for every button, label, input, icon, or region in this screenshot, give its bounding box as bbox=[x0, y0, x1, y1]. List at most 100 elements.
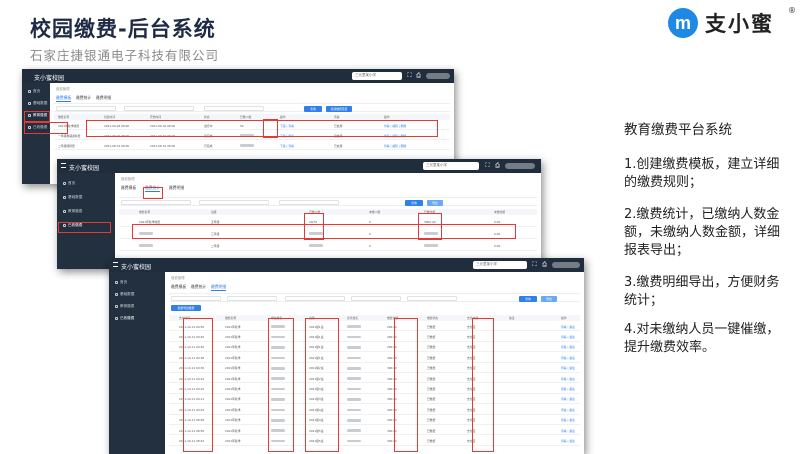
filter-date-input[interactable] bbox=[285, 296, 345, 301]
wallet-icon bbox=[63, 209, 66, 213]
table-cell: 支付宝 bbox=[467, 397, 476, 402]
user-avatar[interactable] bbox=[505, 163, 535, 169]
filter-date-input[interactable] bbox=[279, 200, 339, 205]
filter-class-select[interactable] bbox=[227, 296, 277, 301]
table-cell: 2021年秋季 bbox=[225, 428, 241, 433]
table-cell: 2021级1班 bbox=[309, 355, 324, 360]
table-cell bbox=[424, 232, 438, 236]
row-action-link[interactable]: 查看 | 备注 bbox=[561, 366, 575, 371]
row-action-link[interactable]: 查看 | 备注 bbox=[561, 345, 575, 350]
table-cell: 2021级2班 bbox=[309, 366, 324, 371]
row-action-link[interactable]: 下载 | 查看 bbox=[280, 123, 294, 128]
filter-status-select[interactable] bbox=[204, 106, 264, 111]
user-avatar[interactable] bbox=[426, 73, 450, 79]
sidebar-item-home[interactable]: 首页 bbox=[28, 89, 40, 94]
sidebar-item-home[interactable]: 首页 bbox=[63, 181, 75, 186]
redacted-value bbox=[347, 366, 361, 370]
sidebar-item-fees[interactable]: 教育缴费 bbox=[115, 304, 134, 309]
sidebar-item-collected[interactable]: 已收缴费 bbox=[28, 125, 47, 130]
filter-name-input[interactable] bbox=[121, 200, 191, 205]
table-cell: 支付宝 bbox=[467, 345, 476, 350]
print-icon[interactable]: ⎙ bbox=[416, 72, 421, 79]
table-cell: 已缴费 bbox=[427, 428, 436, 433]
row-action-link[interactable]: 查看 | 备注 bbox=[561, 418, 575, 423]
search-button[interactable]: 查询 bbox=[405, 199, 423, 206]
expand-icon[interactable]: ⛶ bbox=[532, 261, 537, 268]
expand-icon[interactable]: ⛶ bbox=[485, 162, 490, 169]
row-action-link[interactable]: 查看 | 备注 bbox=[561, 376, 575, 381]
print-icon[interactable]: ⎙ bbox=[495, 162, 500, 169]
school-select[interactable]: 三元里某小学 bbox=[423, 162, 479, 170]
row-action-link[interactable]: 查看 | 备注 bbox=[561, 355, 575, 360]
menu-icon[interactable] bbox=[61, 163, 66, 168]
sidebar-item-collected[interactable]: 已收缴费 bbox=[115, 316, 134, 321]
tab-details[interactable]: 缴费明细 bbox=[96, 95, 112, 100]
row-action-link[interactable]: 查看 | 备注 bbox=[561, 397, 575, 402]
receipt-icon bbox=[28, 125, 31, 129]
table-cell: 支付宝 bbox=[467, 324, 476, 329]
batch-export-button[interactable]: 批量导出缴费 bbox=[171, 305, 201, 311]
export-button[interactable]: 导出 bbox=[427, 199, 443, 206]
search-button[interactable]: 查询 bbox=[304, 105, 322, 112]
filter-status-select[interactable] bbox=[351, 296, 401, 301]
menu-icon[interactable] bbox=[113, 262, 118, 267]
tab-template[interactable]: 缴费模板 bbox=[121, 185, 137, 190]
row-action-link[interactable]: 下载 | 查看 bbox=[280, 143, 294, 148]
row-action-link[interactable]: 查看 | 编辑 | 删除 bbox=[384, 133, 407, 138]
column-header: 操作 bbox=[384, 115, 390, 119]
row-action-link[interactable]: 查看 | 备注 bbox=[561, 324, 575, 329]
tab-template[interactable]: 缴费模板 bbox=[171, 284, 187, 289]
filter-pay-method-select[interactable] bbox=[407, 296, 457, 301]
table-cell: 支付宝 bbox=[467, 387, 476, 392]
sidebar-item-fees[interactable]: 教育缴费 bbox=[28, 113, 47, 118]
expand-icon[interactable]: ⛶ bbox=[407, 72, 412, 79]
table-header: 缴费名称创建时间开始时间状态已缴人数操作查看操作 bbox=[54, 114, 450, 120]
row-action-link[interactable]: 下载 | 查看 bbox=[280, 133, 294, 138]
sidebar-item-home[interactable]: 首页 bbox=[115, 280, 127, 285]
row-action-link[interactable]: 查看 | 备注 bbox=[561, 439, 575, 444]
column-header: 家长姓名 bbox=[347, 316, 359, 320]
sidebar-item-fees[interactable]: 教育缴费 bbox=[63, 209, 82, 214]
row-action-link[interactable]: 查看 | 备注 bbox=[561, 407, 575, 412]
filter-date-input[interactable] bbox=[124, 106, 194, 111]
tab-statistics[interactable]: 缴费统计 bbox=[76, 95, 92, 100]
table-cell: 进行中 bbox=[204, 123, 213, 128]
redacted-value bbox=[347, 439, 361, 443]
table-cell bbox=[347, 377, 361, 381]
column-header: 班级 bbox=[211, 210, 217, 214]
tab-details[interactable]: 缴费明细 bbox=[211, 284, 227, 291]
table-cell: 已缴费 bbox=[427, 387, 436, 392]
highlight-col-amount bbox=[394, 318, 418, 452]
table-cell: 支付宝 bbox=[467, 355, 476, 360]
sidebar-item-basic-data[interactable]: 基础数据 bbox=[28, 101, 47, 106]
redacted-value bbox=[271, 356, 285, 360]
tab-details[interactable]: 缴费明细 bbox=[169, 185, 185, 190]
highlight-col-class bbox=[305, 318, 339, 452]
row-action-link[interactable]: 查看 | 备注 bbox=[561, 428, 575, 433]
row-action-link[interactable]: 查看 | 备注 bbox=[561, 387, 575, 392]
table-cell: 2021-10-11 09:11 bbox=[179, 397, 205, 402]
print-icon[interactable]: ⎙ bbox=[542, 261, 547, 268]
home-icon bbox=[63, 181, 66, 185]
sidebar-item-basic-data[interactable]: 基础数据 bbox=[63, 195, 82, 200]
new-fee-button[interactable]: 新建缴费项目 bbox=[326, 105, 352, 112]
export-button[interactable]: 导出 bbox=[541, 295, 557, 302]
sidebar-item-basic-data[interactable]: 基础数据 bbox=[115, 292, 134, 297]
school-select[interactable]: 三元里某小学 bbox=[473, 261, 527, 269]
search-button[interactable]: 查询 bbox=[519, 295, 537, 302]
row-action-link[interactable]: 查看 | 编辑 | 删除 bbox=[384, 143, 407, 148]
filter-class-select[interactable] bbox=[199, 200, 269, 205]
user-avatar[interactable] bbox=[552, 262, 580, 268]
school-select[interactable]: 三元里某小学 bbox=[352, 72, 402, 80]
sidebar-item-collected[interactable]: 已收缴费 bbox=[63, 223, 82, 228]
screenshot-fee-statistics: 支小蜜校园 三元里某小学 ⛶ ⎙ 首页 基础数据 教育缴费 已收缴费 缴费管理 … bbox=[57, 159, 541, 269]
filter-name-input[interactable] bbox=[56, 106, 116, 111]
tab-statistics[interactable]: 缴费统计 bbox=[191, 284, 207, 289]
table-cell: 二年级保险费 bbox=[58, 143, 75, 148]
filter-name-input[interactable] bbox=[171, 296, 221, 301]
row-action-link[interactable]: 查看 | 编辑 | 删除 bbox=[384, 123, 407, 128]
tab-template[interactable]: 缴费模板 bbox=[56, 95, 72, 102]
row-action-link[interactable]: 查看 | 备注 bbox=[561, 335, 575, 340]
